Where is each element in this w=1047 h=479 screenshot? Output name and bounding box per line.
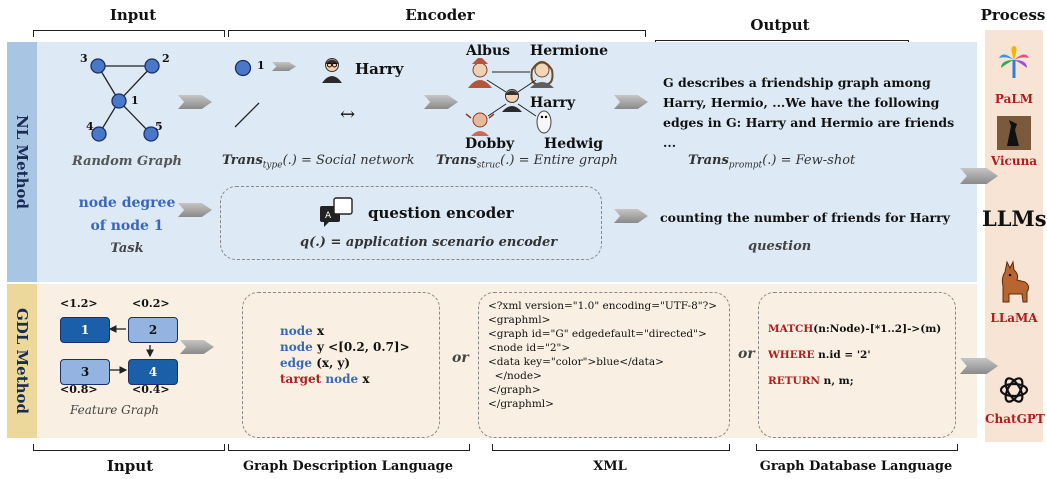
- question-encoder-box: [220, 186, 602, 260]
- dobby-avatar-icon: [465, 112, 495, 136]
- fg-node: 3: [60, 359, 110, 385]
- graph-node-label: 3: [80, 52, 88, 65]
- node-circle-icon: [234, 59, 252, 77]
- harry-avatar-icon: [502, 89, 522, 112]
- friendship-graph: [465, 58, 554, 136]
- feature-graph-edges: [108, 325, 154, 374]
- fg-node: 2: [128, 317, 178, 343]
- or-label: or: [452, 350, 469, 366]
- harry-avatar-icon: [322, 58, 342, 83]
- header-process: Process: [980, 6, 1046, 24]
- fg-label: <0.4>: [132, 383, 170, 396]
- or-label: or: [738, 346, 755, 362]
- input-bracket: [33, 30, 225, 37]
- question-output: counting the number of friends for Harry: [660, 210, 950, 225]
- char-albus-label: Albus: [466, 43, 511, 59]
- trans-type-formula: Transtype(.) = Social network: [222, 153, 415, 171]
- question-label: question: [748, 239, 812, 254]
- random-graph-caption: Random Graph: [72, 154, 182, 169]
- fg-label: <0.2>: [132, 297, 170, 310]
- encoder-bracket: [228, 30, 646, 37]
- xml-box: [478, 292, 730, 438]
- arrow-icon: [272, 62, 296, 71]
- header-input: Input: [109, 6, 157, 24]
- header-encoder: Encoder: [405, 6, 475, 24]
- bottom-gdb: Graph Database Language: [759, 459, 953, 474]
- vicuna-logo-icon: [997, 116, 1031, 150]
- hedwig-avatar-icon: [536, 110, 552, 134]
- svg-text:A: A: [325, 211, 332, 221]
- trans-prompt-formula: Transprompt(.) = Few-shot: [688, 153, 856, 171]
- bottom-input: Input: [106, 457, 154, 475]
- task-label: Task: [110, 241, 144, 256]
- bottom-gdl: Graph Description Language: [242, 459, 454, 474]
- char-hedwig-label: Hedwig: [544, 136, 604, 152]
- task-line-1: node degree: [78, 195, 176, 211]
- arrow-icon: [614, 209, 648, 223]
- fg-node: 4: [128, 359, 178, 385]
- graph-node-label: 4: [86, 120, 94, 133]
- xml-code: <?xml version="1.0" encoding="UTF-8"?> <…: [488, 300, 718, 410]
- bottom-bracket: [492, 444, 730, 451]
- albus-avatar-icon: [468, 58, 492, 88]
- nl-panel: [7, 42, 977, 282]
- fg-label: <1.2>: [60, 297, 98, 310]
- arrow-icon: [178, 95, 212, 109]
- graph-node-label: 1: [131, 94, 139, 107]
- enc-harry-label: Harry: [355, 60, 404, 78]
- fg-label: <0.8>: [60, 383, 98, 396]
- description-code: node x node y <[0.2, 0.7]> edge (x, y) t…: [280, 324, 410, 386]
- palm-label: PaLM: [994, 92, 1034, 106]
- bottom-bracket: [756, 444, 958, 451]
- output-description: G describes a friendship graph among Har…: [663, 75, 955, 150]
- graph-description-box: [242, 292, 440, 438]
- header-output: Output: [750, 16, 810, 34]
- feature-graph-caption: Feature Graph: [70, 403, 160, 417]
- graph-node-label: 2: [162, 52, 170, 65]
- bottom-xml: XML: [593, 459, 627, 474]
- bidirectional-arrow-icon: ↔: [340, 104, 356, 125]
- graph-node-label: 5: [155, 120, 163, 133]
- arrow-icon: [178, 203, 212, 217]
- vicuna-label: Vicuna: [990, 154, 1038, 168]
- llms-label: LLMs: [982, 206, 1047, 231]
- palm-logo-icon: [999, 46, 1029, 78]
- char-dobby-label: Dobby: [465, 136, 515, 152]
- task-line-2: of node 1: [90, 218, 164, 234]
- char-hermione-label: Hermione: [530, 43, 609, 59]
- arrow-icon: [960, 168, 998, 184]
- translate-icon: A: [320, 197, 353, 227]
- gdl-method-label: GDL Method: [7, 284, 37, 438]
- arrow-icon: [180, 340, 214, 354]
- arrow-icon: [424, 95, 458, 109]
- fg-node: 1: [60, 317, 110, 343]
- cypher-box: [758, 292, 956, 438]
- process-panel: [985, 30, 1043, 442]
- bottom-bracket: [33, 444, 225, 451]
- nl-method-label: NL Method: [7, 42, 37, 282]
- llama-logo-icon: [1001, 260, 1030, 303]
- enc-node-label: 1: [257, 59, 265, 72]
- llama-label: LLaMA: [990, 311, 1038, 325]
- chatgpt-logo-icon: [999, 377, 1029, 403]
- cypher-code: MATCH(n:Node)-[*1..2]->(m) WHERE n.id = …: [768, 323, 942, 387]
- edge-line-icon: [234, 102, 260, 128]
- bottom-bracket: [228, 444, 470, 451]
- arrow-icon: [614, 95, 648, 109]
- trans-struc-formula: Transstruc(.) = Entire graph: [436, 153, 618, 171]
- hermione-avatar-icon: [530, 61, 554, 88]
- question-encoder-label: question encoder: [368, 204, 514, 222]
- chatgpt-label: ChatGPT: [985, 412, 1045, 426]
- question-formula: q(.) = application scenario encoder: [300, 235, 558, 250]
- arrow-icon: [960, 358, 998, 374]
- random-graph: [90, 58, 160, 142]
- char-harry-label: Harry: [530, 95, 576, 111]
